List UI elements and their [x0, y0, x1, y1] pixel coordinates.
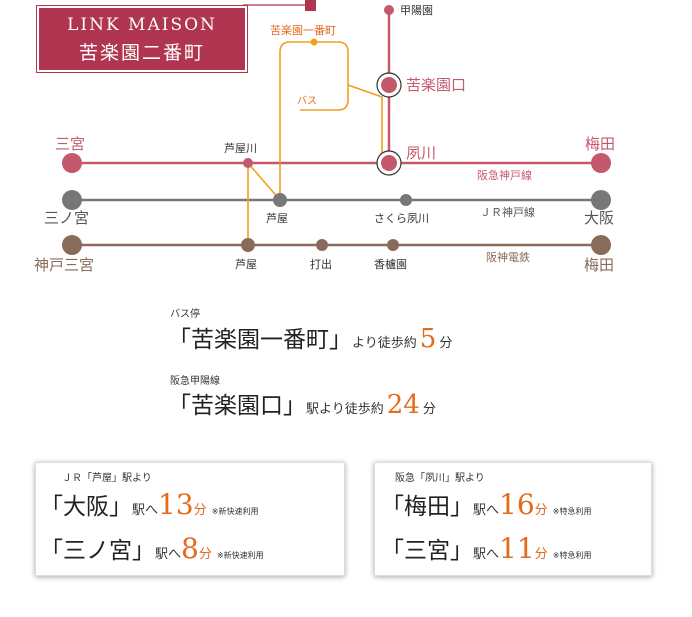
station-ashiya-jr: [273, 193, 287, 207]
rail-from: 駅より: [306, 402, 345, 417]
jr-row-dest: 「三ノ宮」: [40, 538, 155, 564]
station-sannomiya-jr: [62, 190, 82, 210]
brand-address: 苦楽園二番町: [78, 42, 205, 64]
bus-caption: バス停: [170, 309, 200, 320]
label-koyoen: 甲陽園: [400, 4, 433, 17]
hankyu-row-note: ※特急利用: [552, 551, 592, 560]
brand-name: LINK MAISON: [67, 15, 217, 35]
label-ashiya-jr: 芦屋: [266, 212, 288, 225]
jr-row-minutes: 8: [181, 532, 199, 565]
rail-min: 分: [422, 402, 436, 417]
rail-caption: 阪急甲陽線: [170, 376, 220, 387]
bus-minutes: 5: [419, 324, 437, 354]
label-hanshin-line: 阪神電鉄: [486, 250, 530, 264]
label-umeda-hankyu: 梅田: [585, 135, 615, 153]
bus-route-kurakuenguchi: [347, 84, 383, 163]
label-bus-stop: 苦楽園一番町: [270, 24, 336, 37]
label-koroen: 香櫨園: [374, 257, 407, 271]
bus-stop-marker: [310, 38, 318, 46]
hankyu-access-box: 阪急「夙川」駅より 「梅田」駅へ16分 ※特急利用 「三宮」駅へ11分 ※特急利…: [374, 462, 652, 576]
label-kurakuenguchi: 苦楽園口: [406, 76, 466, 94]
station-koroen: [387, 239, 399, 251]
station-kobe-sannomiya: [62, 235, 82, 255]
jr-row-min: 分: [193, 503, 207, 518]
label-hankyu-kobe-line: 阪急神戸線: [477, 168, 532, 182]
label-osaka: 大阪: [584, 209, 614, 227]
station-ashiyagawa: [243, 158, 253, 168]
station-umeda-hanshin: [591, 235, 611, 255]
bus-walk: 徒歩約: [377, 336, 417, 351]
label-bus: バス: [297, 95, 317, 107]
jr-access-box: ＪＲ「芦屋」駅より 「大阪」駅へ13分 ※新快速利用 「三ノ宮」駅へ8分 ※新快…: [35, 462, 345, 576]
jr-row-minutes: 13: [158, 488, 194, 521]
station-uchide: [316, 239, 328, 251]
rail-walk: 徒歩約: [344, 402, 384, 417]
hankyu-row-minutes: 11: [499, 532, 535, 565]
station-shukugawa-dot: [381, 155, 397, 171]
hankyu-row-dest: 「梅田」: [381, 494, 473, 520]
jr-row-eki: 駅へ: [155, 547, 182, 562]
jr-row-note: ※新快速利用: [211, 507, 259, 516]
station-kurakuenguchi-dot: [381, 77, 397, 93]
jr-row-sannomiya: 「三ノ宮」駅へ8分 ※新快速利用: [40, 531, 264, 565]
label-sannomiya-jr: 三ノ宮: [44, 209, 89, 227]
jr-box-header: ＪＲ「芦屋」駅より: [62, 473, 152, 484]
jr-row-min: 分: [198, 547, 212, 562]
hankyu-row-min: 分: [534, 503, 548, 518]
label-jr-kobe-line: ＪＲ神戸線: [480, 205, 535, 219]
hankyu-row-min: 分: [534, 547, 548, 562]
hankyu-row-eki: 駅へ: [473, 547, 500, 562]
bus-min: 分: [439, 336, 453, 351]
hankyu-row-sannomiya: 「三宮」駅へ11分 ※特急利用: [381, 531, 591, 565]
label-uchide: 打出: [310, 257, 332, 271]
jr-row-dest: 「大阪」: [40, 494, 132, 520]
label-shukugawa: 夙川: [406, 144, 436, 162]
bus-route: [279, 41, 349, 200]
jr-row-note: ※新快速利用: [216, 551, 264, 560]
bus-from: より: [352, 336, 378, 351]
station-ashiya-hanshin: [241, 238, 255, 252]
hankyu-row-note: ※特急利用: [552, 507, 592, 516]
label-ashiyagawa: 芦屋川: [224, 142, 257, 155]
station-umeda-hankyu: [591, 153, 611, 173]
label-umeda-hanshin: 梅田: [584, 256, 614, 274]
route-map: 甲陽園 苦楽園口 夙川 三宮 梅田 芦屋川 阪急神戸線 三ノ宮 芦屋 さくら夙川…: [34, 0, 615, 274]
station-sakura-shukugawa: [400, 194, 412, 206]
hankyu-box-header: 阪急「夙川」駅より: [395, 473, 485, 484]
rail-minutes: 24: [386, 390, 420, 420]
ashiyagawa-jr-connector: [247, 162, 281, 201]
site-marker: [305, 0, 316, 11]
label-sakura-shukugawa: さくら夙川: [374, 212, 429, 225]
hankyu-row-eki: 駅へ: [473, 503, 500, 518]
hankyu-row-minutes: 16: [499, 488, 535, 521]
brand-plate: LINK MAISON 苦楽園二番町: [37, 6, 247, 72]
station-sannomiya-hankyu: [62, 153, 82, 173]
hankyu-row-umeda: 「梅田」駅へ16分 ※特急利用: [381, 487, 591, 521]
jr-row-osaka: 「大阪」駅へ13分 ※新快速利用: [40, 487, 258, 521]
label-sannomiya-hankyu: 三宮: [55, 135, 85, 153]
station-osaka: [591, 190, 611, 210]
jr-row-eki: 駅へ: [132, 503, 159, 518]
rail-station-name: 「苦楽園口」: [168, 393, 306, 419]
label-ashiya-hanshin: 芦屋: [235, 258, 257, 271]
station-koyoen: [384, 5, 394, 15]
hankyu-row-dest: 「三宮」: [381, 538, 473, 564]
bus-stop-name: 「苦楽園一番町」: [168, 327, 352, 353]
label-kobe-sannomiya: 神戸三宮: [34, 256, 94, 274]
